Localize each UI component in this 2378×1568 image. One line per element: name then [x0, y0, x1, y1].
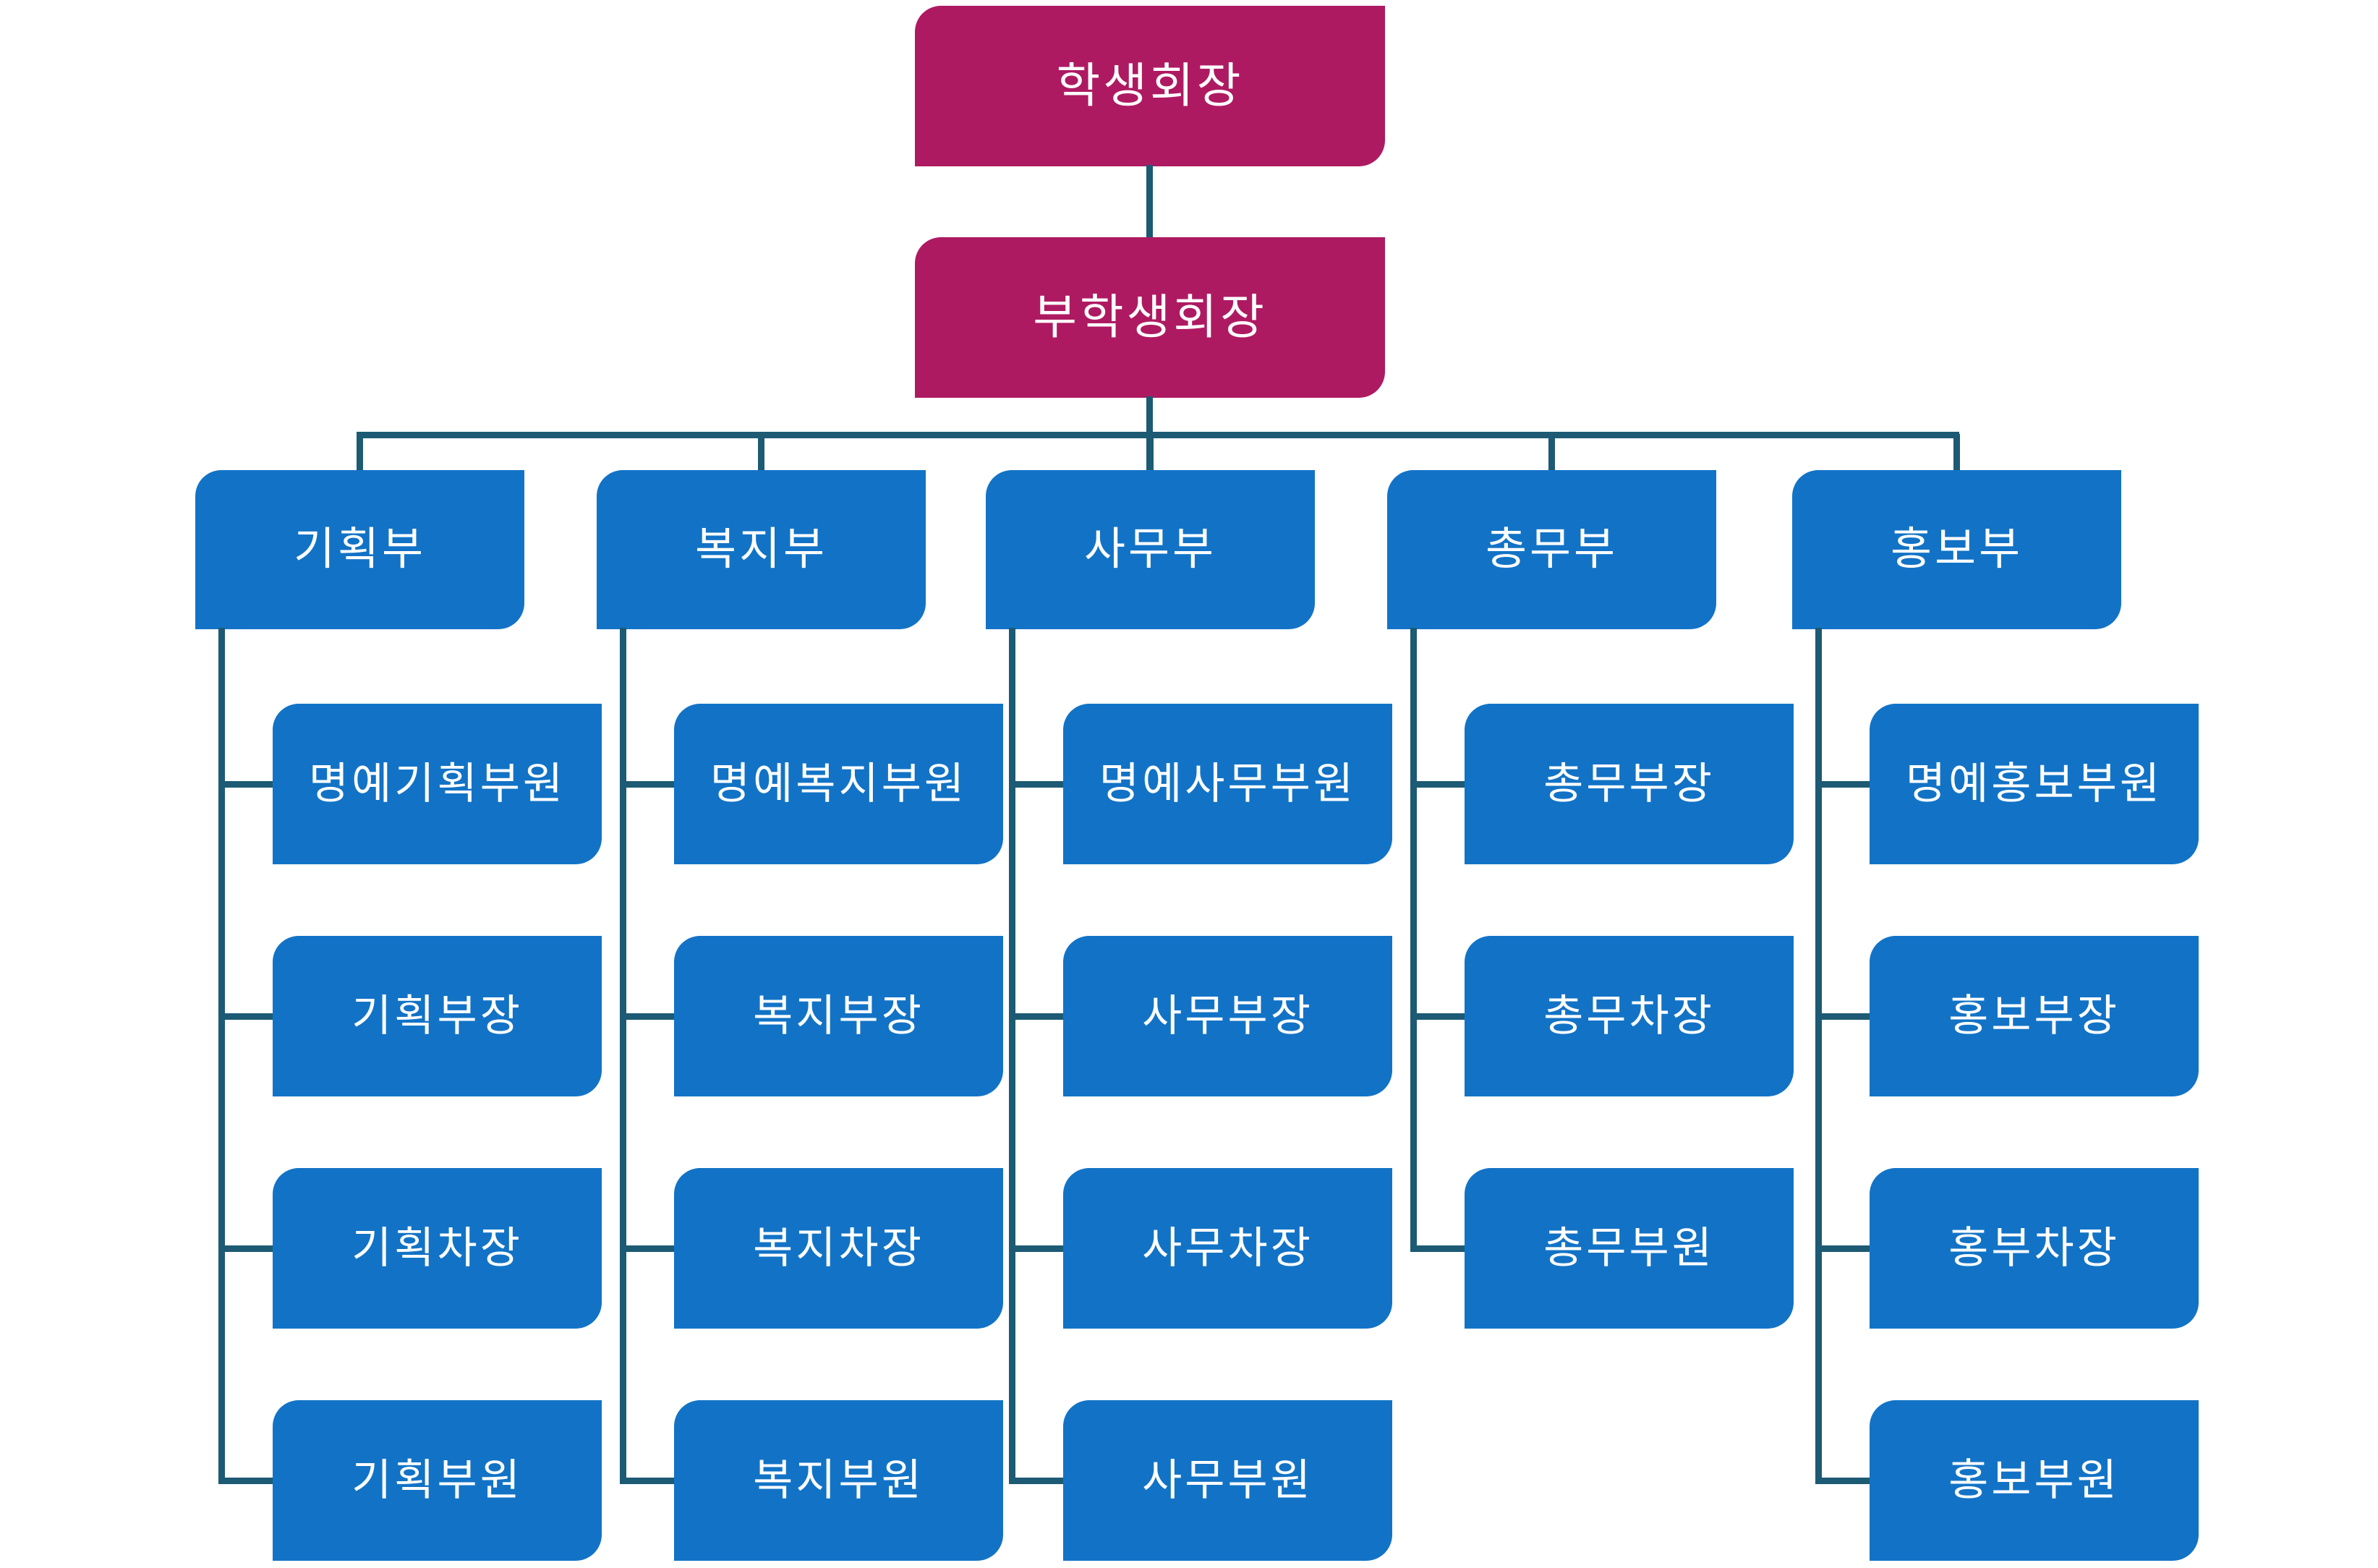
connector-stub-1-3 [620, 1478, 674, 1484]
member-node-4-3: 홍보부원 [1870, 1400, 2199, 1561]
member-node-3-0: 총무부장 [1465, 704, 1794, 864]
member-node-1-2: 복지차장 [674, 1168, 1003, 1329]
connector-stub-1-2 [620, 1245, 674, 1252]
member-node-1-1: 복지부장 [674, 936, 1003, 1096]
member-node-1-0: 명예복지부원 [674, 704, 1003, 864]
connector-branch-horizontal [357, 432, 1959, 438]
member-node-4-2: 홍부차장 [1870, 1168, 2199, 1329]
member-node-4-1: 홍보부장 [1870, 936, 2199, 1096]
connector-stub-4-0 [1815, 781, 1870, 788]
member-node-2-3: 사무부원 [1063, 1400, 1392, 1561]
connector-stub-3-2 [1410, 1245, 1465, 1252]
connector-stub-3-1 [1410, 1013, 1465, 1020]
connector-stub-2-0 [1009, 781, 1063, 788]
dept-node-0: 기획부 [195, 470, 524, 629]
connector-stub-0-0 [218, 781, 273, 788]
connector-drop-4 [1953, 434, 1960, 470]
member-node-0-2: 기획차장 [273, 1168, 602, 1329]
dept-node-2: 사무부 [986, 470, 1315, 629]
node-vice-president: 부학생회장 [915, 237, 1385, 398]
connector-stub-4-1 [1815, 1013, 1870, 1020]
member-node-0-0: 명예기획부원 [273, 704, 602, 864]
dept-node-4: 홍보부 [1792, 470, 2121, 629]
connector-hang-3 [1410, 628, 1417, 1251]
dept-node-1: 복지부 [597, 470, 926, 629]
connector-stub-2-1 [1009, 1013, 1063, 1020]
member-node-2-1: 사무부장 [1063, 936, 1392, 1096]
connector-drop-2 [1147, 434, 1154, 470]
member-node-2-2: 사무차장 [1063, 1168, 1392, 1329]
connector-hang-0 [218, 628, 225, 1483]
connector-president-vice [1146, 165, 1153, 239]
dept-node-3: 총무부 [1387, 470, 1716, 629]
connector-stub-3-0 [1410, 781, 1465, 788]
connector-stub-4-2 [1815, 1245, 1870, 1252]
connector-hang-2 [1009, 628, 1015, 1483]
member-node-3-1: 총무차장 [1465, 936, 1794, 1096]
member-node-0-1: 기획부장 [273, 936, 602, 1096]
connector-stub-1-1 [620, 1013, 674, 1020]
connector-stub-0-2 [218, 1245, 273, 1252]
member-node-2-0: 명예사무부원 [1063, 704, 1392, 864]
connector-stub-2-2 [1009, 1245, 1063, 1252]
node-student-president: 학생회장 [915, 6, 1385, 166]
connector-drop-1 [758, 434, 764, 470]
connector-stub-2-3 [1009, 1478, 1063, 1484]
connector-drop-0 [357, 434, 363, 470]
connector-stub-1-0 [620, 781, 674, 788]
member-node-0-3: 기획부원 [273, 1400, 602, 1561]
member-node-3-2: 총무부원 [1465, 1168, 1794, 1329]
member-node-1-3: 복지부원 [674, 1400, 1003, 1561]
connector-stub-0-3 [218, 1478, 273, 1484]
connector-drop-3 [1548, 434, 1555, 470]
connector-stub-4-3 [1815, 1478, 1870, 1484]
connector-hang-1 [620, 628, 626, 1483]
connector-hang-4 [1815, 628, 1822, 1483]
member-node-4-0: 명예홍보부원 [1870, 704, 2199, 864]
connector-stub-0-1 [218, 1013, 273, 1020]
